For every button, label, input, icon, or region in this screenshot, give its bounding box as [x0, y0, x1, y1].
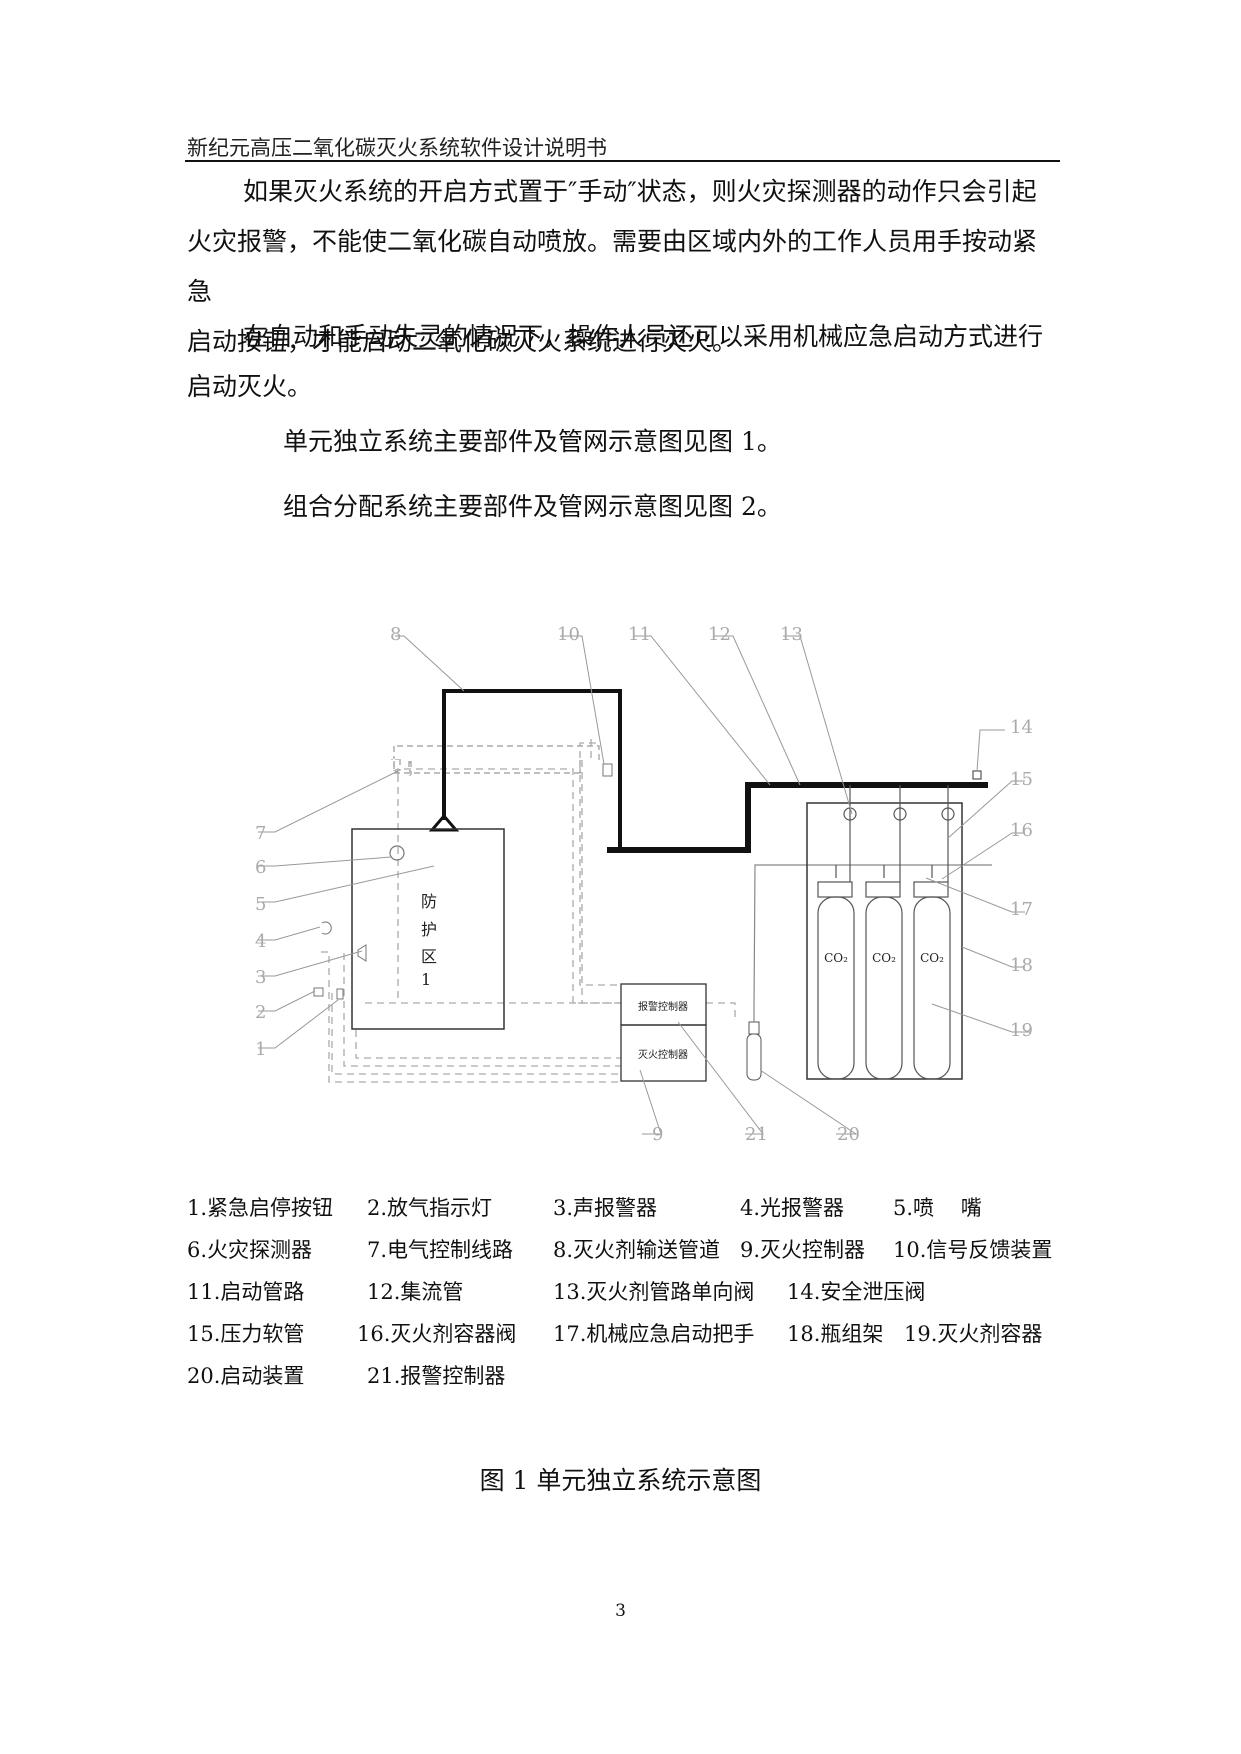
legend-item: 17.机械应急启动把手: [553, 1322, 755, 1346]
electrical-control-lines: [391, 745, 600, 776]
figure-legend: 1.紧急启停按钮 2.放气指示灯 3.声报警器 4.光报警器 5.喷 嘴 6.火…: [187, 1192, 1087, 1402]
callout-number: 9: [652, 1124, 663, 1145]
legend-row: 20.启动装置 21.报警控制器: [187, 1360, 1087, 1402]
legend-item: 20.启动装置: [187, 1364, 305, 1388]
callout-number: 5: [255, 894, 266, 915]
legend-item: 6.火灾探测器: [187, 1238, 313, 1262]
legend-item: 15.压力软管: [187, 1322, 305, 1346]
callout-number: 20: [837, 1124, 860, 1145]
callout-number: 6: [255, 857, 266, 878]
callout-number: 18: [1010, 955, 1033, 976]
callout-number: 21: [745, 1124, 768, 1145]
page-number: 3: [615, 1601, 626, 1621]
callout-number: 13: [780, 624, 803, 645]
fire-detector-icon: [389, 845, 405, 861]
light-alarm-icon: [321, 921, 332, 935]
callout-number: 1: [255, 1039, 266, 1060]
legend-item: 4.光报警器: [740, 1196, 845, 1220]
legend-item: 13.灭火剂管路单向阀: [553, 1280, 755, 1304]
cylinder-rack-box: [806, 802, 963, 1080]
alarm-controller-label: 报警控制器: [638, 1000, 688, 1013]
legend-item: 10.信号反馈装置: [893, 1238, 1053, 1262]
sound-alarm-icon: [357, 944, 367, 962]
zone-label-char: 防: [421, 892, 437, 911]
paragraph-manual-mode: 如果灭火系统的开启方式置于″手动″状态，则火灾探测器的动作只会引起 火灾报警，不…: [187, 167, 1057, 367]
callout-number: 4: [255, 931, 266, 952]
callout-number: 7: [255, 823, 266, 844]
paragraph-line: 如果灭火系统的开启方式置于″手动″状态，则火灾探测器的动作只会引起: [243, 177, 1037, 206]
legend-row: 11.启动管路 12.集流管 13.灭火剂管路单向阀 14.安全泄压阀: [187, 1276, 1087, 1318]
discharge-indicator-icon: [313, 987, 324, 997]
header-rule: [185, 160, 1060, 162]
cylinder-label: CO₂: [824, 951, 848, 965]
legend-item: 5.喷 嘴: [893, 1196, 982, 1220]
legend-item: 21.报警控制器: [367, 1364, 506, 1388]
legend-item: 19.灭火剂容器: [904, 1322, 1043, 1346]
figure-reference-1: 单元独立系统主要部件及管网示意图见图 1。: [283, 427, 782, 456]
callout-numbers: 1 2 3 4 5 6 7 8 9 10 11 12 13 14 15 16 1…: [255, 624, 1033, 1145]
callout-number: 3: [255, 967, 266, 988]
paragraph-line: 火灾报警，不能使二氧化碳自动喷放。需要由区域内外的工作人员用手按动紧急: [187, 227, 1038, 306]
system-schematic-diagram: 防 护 区 1 报警控制器 灭火控制器 CO₂ CO₂ CO₂: [255, 624, 1033, 1145]
legend-item: 18.瓶组架: [787, 1322, 884, 1346]
legend-row: 1.紧急启停按钮 2.放气指示灯 3.声报警器 4.光报警器 5.喷 嘴: [187, 1192, 1087, 1234]
document-header-title: 新纪元高压二氧化碳灭火系统软件设计说明书: [187, 136, 607, 160]
figure-caption: 图 1 单元独立系统示意图: [479, 1466, 762, 1495]
legend-item: 1.紧急启停按钮: [187, 1196, 334, 1220]
fire-controller-label: 灭火控制器: [638, 1048, 688, 1061]
callout-number: 17: [1010, 899, 1033, 920]
legend-item: 2.放气指示灯: [367, 1196, 493, 1220]
paragraph-line: 启动灭火。: [187, 372, 313, 401]
callout-number: 8: [390, 624, 401, 645]
cylinder-label: CO₂: [920, 951, 944, 965]
protection-zone-box: [351, 828, 505, 1030]
co2-cylinders: [817, 770, 982, 1080]
legend-item: 11.启动管路: [187, 1280, 305, 1304]
cylinder-label: CO₂: [872, 951, 896, 965]
fire-controller-box: [620, 1024, 707, 1082]
callout-leaders: [258, 635, 1030, 1135]
callout-number: 10: [557, 624, 580, 645]
callout-number: 14: [1010, 717, 1033, 738]
legend-item: 7.电气控制线路: [367, 1238, 514, 1262]
signal-feedback-icon: [602, 763, 613, 777]
paragraph-line: 启动按钮，才能启动二氧化碳灭火系统进行灭火。: [187, 327, 738, 356]
legend-row: 15.压力软管 16.灭火剂容器阀 17.机械应急启动把手 18.瓶组架 19.…: [187, 1318, 1087, 1360]
paragraph-mechanical-start: 在自动和手动失灵的情况下，操作人员还可以采用机械应急启动方式进行 启动灭火。: [187, 312, 1057, 412]
callout-number: 19: [1010, 1020, 1033, 1041]
legend-item: 16.灭火剂容器阀: [357, 1322, 517, 1346]
legend-item: 14.安全泄压阀: [787, 1280, 926, 1304]
callout-number: 11: [628, 624, 651, 645]
zone-label-char: 区: [421, 947, 437, 966]
starter-device-icon: [746, 1033, 762, 1081]
legend-item: 3.声报警器: [553, 1196, 658, 1220]
callout-number: 16: [1010, 820, 1033, 841]
legend-row: 6.火灾探测器 7.电气控制线路 8.灭火剂输送管道 9.灭火控制器 10.信号…: [187, 1234, 1087, 1276]
callout-number: 12: [708, 624, 731, 645]
nozzle-icon: [428, 813, 460, 832]
legend-item: 9.灭火控制器: [740, 1238, 866, 1262]
legend-item: 8.灭火剂输送管道: [553, 1238, 721, 1262]
zone-label-char: 1: [421, 970, 431, 989]
agent-delivery-pipe: [442, 689, 988, 853]
callout-number: 2: [255, 1002, 266, 1023]
start-pipeline: [753, 864, 992, 1022]
callout-number: 15: [1010, 769, 1033, 790]
legend-item: 12.集流管: [367, 1280, 464, 1304]
zone-label-char: 护: [421, 920, 437, 939]
emergency-button-icon: [336, 988, 344, 1000]
paragraph-line: 在自动和手动失灵的情况下，操作人员还可以采用机械应急启动方式进行: [243, 322, 1044, 351]
figure-reference-2: 组合分配系统主要部件及管网示意图见图 2。: [283, 492, 782, 521]
